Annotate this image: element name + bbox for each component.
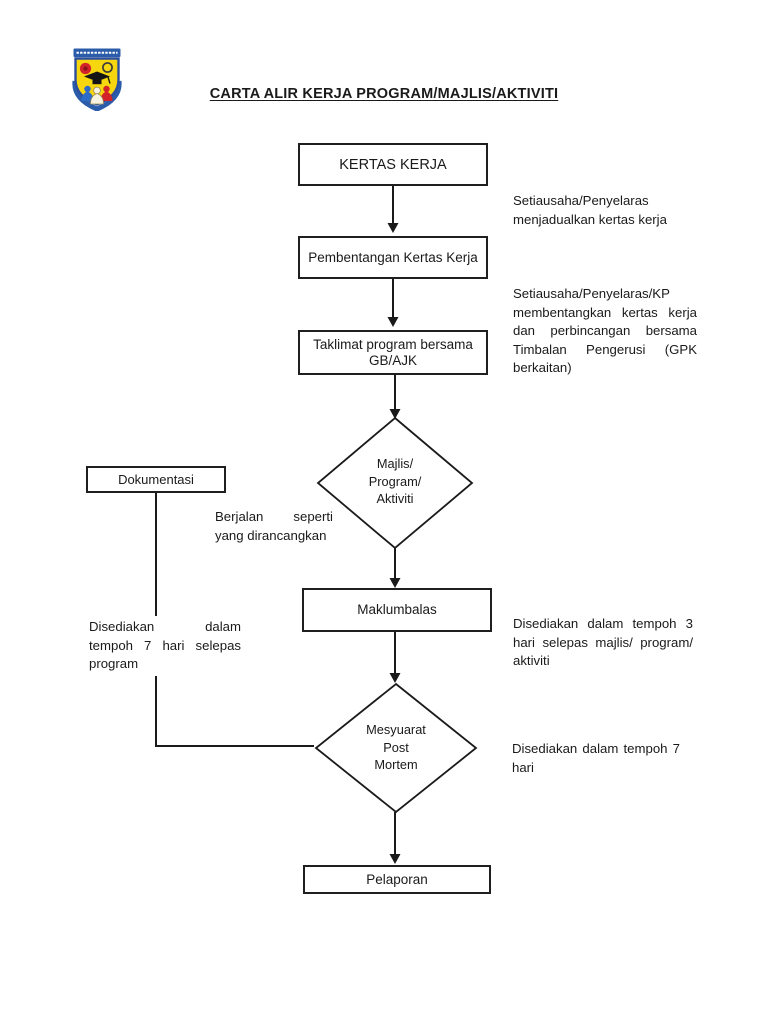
node-post-mortem-line2: Post	[383, 739, 409, 755]
node-kertas-kerja-label: KERTAS KERJA	[339, 156, 447, 173]
node-pembentangan: Pembentangan Kertas Kerja	[298, 236, 488, 279]
node-post-mortem-line1: Mesyuarat	[366, 722, 426, 737]
node-post-mortem-label: Mesyuarat Post Mortem	[336, 721, 456, 774]
node-taklimat: Taklimat program bersama GB/AJK	[298, 330, 488, 375]
annotation-setiausaha-bentang: Setiausaha/Penyelaras/KP membentangkan k…	[513, 286, 697, 375]
annotation-tempoh-3: Disediakan dalam tempoh 3 hari selepas m…	[513, 616, 693, 668]
annotation-setiausaha-jadual: Setiausaha/Penyelaras menjadualkan kerta…	[513, 193, 667, 227]
node-kertas-kerja: KERTAS KERJA	[298, 143, 488, 186]
node-taklimat-label: Taklimat program bersama GB/AJK	[313, 336, 473, 368]
node-maklumbalas: Maklumbalas	[302, 588, 492, 632]
annotation-tempoh-7-program: Disediakan dalam tempoh 7 hari selepas p…	[89, 616, 241, 676]
node-maklumbalas-label: Maklumbalas	[357, 602, 437, 617]
node-pelaporan: Pelaporan	[303, 865, 491, 894]
diamond-post-mortem	[314, 682, 478, 814]
node-majlis-line2: Program/	[368, 473, 422, 489]
diamond-majlis	[316, 416, 474, 550]
node-majlis-line3: Aktiviti	[376, 491, 414, 506]
node-dokumentasi: Dokumentasi	[86, 466, 226, 493]
node-dokumentasi-label: Dokumentasi	[118, 471, 194, 487]
node-majlis-line1: Majlis/	[376, 456, 414, 471]
school-crest-logo	[72, 47, 122, 112]
annotation-tempoh-7: Disediakan dalam tempoh 7 hari	[512, 741, 680, 775]
dokumentasi-connector	[155, 493, 314, 747]
node-post-mortem-line3: Mortem	[374, 757, 418, 772]
node-majlis-label: Majlis/ Program/ Aktiviti	[335, 455, 455, 508]
node-pelaporan-label: Pelaporan	[366, 871, 428, 887]
node-pembentangan-label: Pembentangan Kertas Kerja	[308, 249, 478, 265]
page-title: CARTA ALIR KERJA PROGRAM/MAJLIS/AKTIVITI	[209, 86, 559, 102]
annotation-berjalan: Berjalan seperti yang dirancangkan	[215, 509, 333, 543]
school-crest-icon	[72, 48, 122, 112]
